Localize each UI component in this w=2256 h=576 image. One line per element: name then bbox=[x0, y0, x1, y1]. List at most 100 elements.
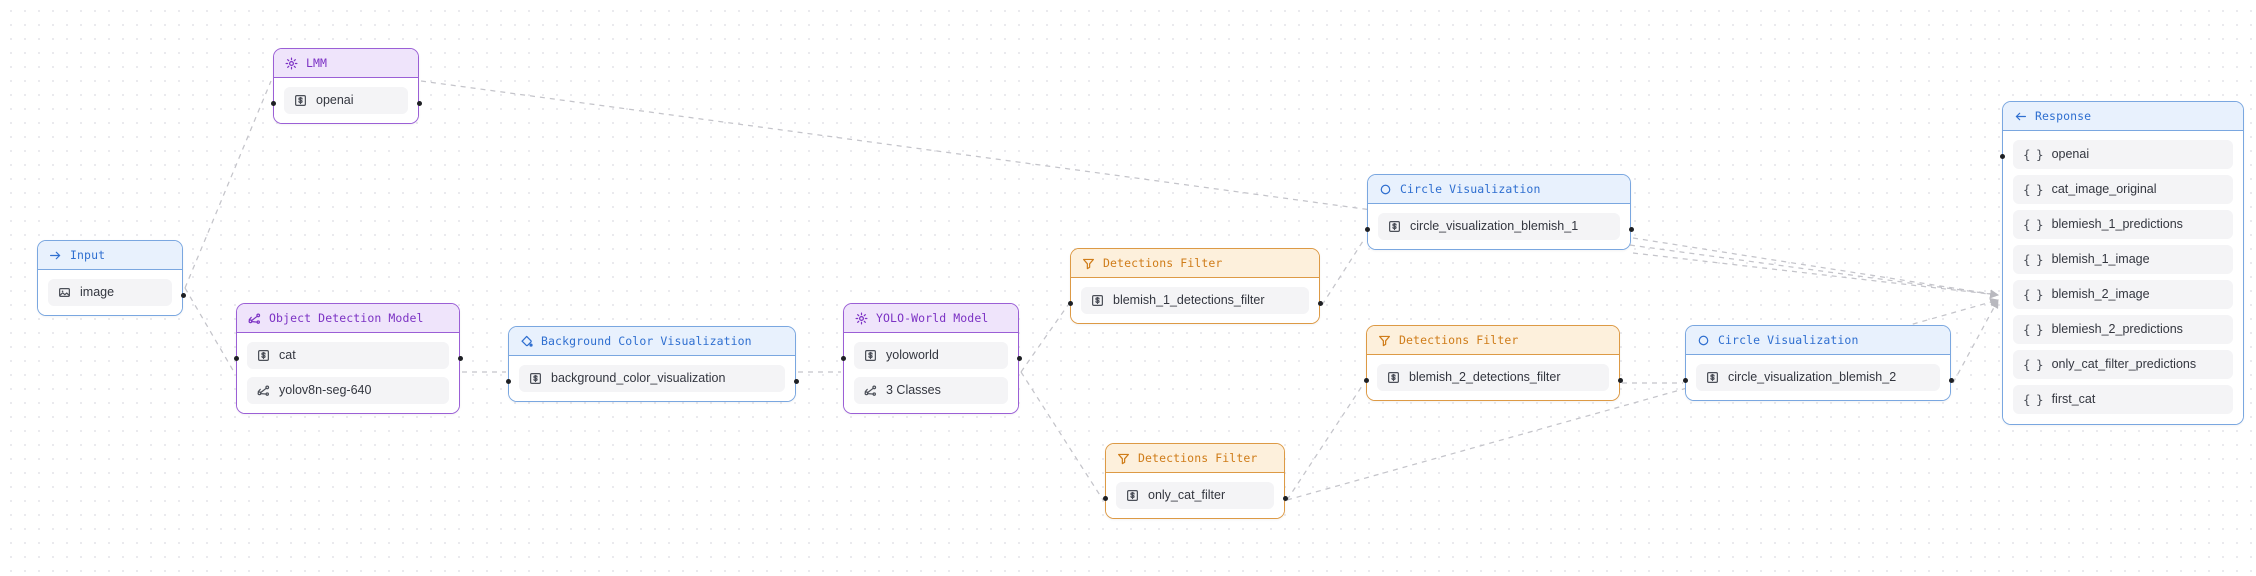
port-right[interactable] bbox=[416, 101, 422, 106]
image-icon bbox=[58, 286, 71, 299]
field-blemiesh_1_predictions[interactable]: { }blemiesh_1_predictions bbox=[2013, 210, 2233, 239]
edge-yoloworld-to-filter1 bbox=[1020, 304, 1069, 373]
node-header[interactable]: Detections Filter bbox=[1071, 249, 1319, 278]
field-yoloworld[interactable]: yoloworld bbox=[854, 342, 1008, 369]
edge-yoloworld-to-filter3 bbox=[1020, 371, 1104, 501]
node-body: yoloworld 3 Classes bbox=[844, 333, 1018, 413]
arrow-right-icon bbox=[49, 249, 62, 262]
node-body: { }openai{ }cat_image_original{ }blemies… bbox=[2003, 131, 2243, 424]
field-image[interactable]: image bbox=[48, 279, 172, 306]
node-title: Detections Filter bbox=[1399, 333, 1519, 347]
field-label: blemish_1_image bbox=[2051, 252, 2150, 267]
port-left[interactable] bbox=[1999, 154, 2005, 159]
field-blemish_2_detections_filter[interactable]: blemish_2_detections_filter bbox=[1377, 364, 1609, 391]
port-left[interactable] bbox=[1102, 496, 1108, 501]
funnel-icon bbox=[1082, 257, 1095, 270]
node-title: Circle Visualization bbox=[1400, 182, 1541, 196]
port-left[interactable] bbox=[233, 356, 239, 361]
port-right[interactable] bbox=[180, 293, 186, 298]
gear-icon bbox=[855, 312, 868, 325]
braces-icon: { } bbox=[2023, 252, 2044, 267]
field-label: blemish_1_detections_filter bbox=[1113, 293, 1265, 308]
edge-circleviz1-to-response-2 bbox=[1632, 252, 1999, 299]
node-header[interactable]: Object Detection Model bbox=[237, 304, 459, 333]
port-left[interactable] bbox=[840, 356, 846, 361]
port-right[interactable] bbox=[1282, 496, 1288, 501]
node-header[interactable]: Detections Filter bbox=[1367, 326, 1619, 355]
node-detections-filter-3[interactable]: Detections Filter only_cat_filter bbox=[1105, 443, 1285, 519]
node-header[interactable]: LMM bbox=[274, 49, 418, 78]
edge-filter3-to-filter2 bbox=[1286, 382, 1365, 501]
port-left[interactable] bbox=[505, 379, 511, 384]
port-right[interactable] bbox=[1317, 301, 1323, 306]
field-circle_visualization_blemish_2[interactable]: circle_visualization_blemish_2 bbox=[1696, 364, 1940, 391]
field-label: yolov8n-seg-640 bbox=[279, 383, 372, 398]
field-only_cat_filter_predictions[interactable]: { } only_cat_filter_predictions bbox=[2013, 350, 2233, 379]
node-title: Background Color Visualization bbox=[541, 334, 752, 348]
edge-circleviz2-to-response bbox=[1952, 299, 1999, 384]
node-body: blemish_1_detections_filter bbox=[1071, 278, 1319, 323]
node-header[interactable]: Input bbox=[38, 241, 182, 270]
edge-input-to-lmm bbox=[184, 80, 272, 289]
node-header[interactable]: Background Color Visualization bbox=[509, 327, 795, 356]
node-title: LMM bbox=[306, 56, 328, 70]
field-blemish_1_detections_filter[interactable]: blemish_1_detections_filter bbox=[1081, 287, 1309, 314]
node-title: Detections Filter bbox=[1103, 256, 1223, 270]
node-header[interactable]: YOLO-World Model bbox=[844, 304, 1018, 333]
braces-icon: { } bbox=[2023, 147, 2044, 162]
edge-circleviz1-to-response bbox=[1632, 237, 1999, 299]
port-left[interactable] bbox=[270, 101, 276, 106]
node-title: Input bbox=[70, 248, 106, 262]
field-blemish_1_image[interactable]: { } blemish_1_image bbox=[2013, 245, 2233, 274]
dollar-box-icon bbox=[1387, 371, 1400, 384]
braces-icon: { } bbox=[2023, 287, 2044, 302]
field-first_cat[interactable]: { }first_cat bbox=[2013, 385, 2233, 414]
paint-icon bbox=[520, 335, 533, 348]
field-cat[interactable]: cat bbox=[247, 342, 449, 369]
port-left[interactable] bbox=[1364, 227, 1370, 232]
node-detections-filter-2[interactable]: Detections Filter blemish_2_detections_fi… bbox=[1366, 325, 1620, 401]
field-yolov8n-seg-640[interactable]: yolov8n-seg-640 bbox=[247, 377, 449, 404]
field-label: only_cat_filter_predictions bbox=[2051, 357, 2197, 372]
field-circle_visualization_blemish_1[interactable]: circle_visualization_blemish_1 bbox=[1378, 213, 1620, 240]
node-title: Circle Visualization bbox=[1718, 333, 1859, 347]
field-background_color_visualization[interactable]: background_color_visualization bbox=[519, 365, 785, 392]
field-openai[interactable]: openai bbox=[284, 87, 408, 114]
port-right[interactable] bbox=[1016, 356, 1022, 361]
node-circle-visualization-2[interactable]: Circle Visualization circle_visualization… bbox=[1685, 325, 1951, 401]
node-circle-visualization-1[interactable]: Circle Visualization circle_visualization… bbox=[1367, 174, 1631, 250]
port-right[interactable] bbox=[457, 356, 463, 361]
braces-icon: { } bbox=[2023, 357, 2044, 372]
node-detections-filter-1[interactable]: Detections Filter blemish_1_detections_fi… bbox=[1070, 248, 1320, 324]
node-object-detection-model[interactable]: Object Detection Model cat yolov8n-seg-640 bbox=[236, 303, 460, 414]
port-right[interactable] bbox=[1628, 227, 1634, 232]
field-only_cat_filter[interactable]: only_cat_filter bbox=[1116, 482, 1274, 509]
port-right[interactable] bbox=[793, 379, 799, 384]
node-input[interactable]: Input image bbox=[37, 240, 183, 316]
field-label: openai bbox=[2051, 147, 2090, 162]
port-right[interactable] bbox=[1617, 378, 1623, 383]
node-header[interactable]: Detections Filter bbox=[1106, 444, 1284, 473]
field-blemish_2_image[interactable]: { }blemish_2_image bbox=[2013, 280, 2233, 309]
node-header[interactable]: Response bbox=[2003, 102, 2243, 131]
port-left[interactable] bbox=[1682, 378, 1688, 383]
field-cat_image_original[interactable]: { }cat_image_original bbox=[2013, 175, 2233, 204]
node-background-color-visualization[interactable]: Background Color Visualization background… bbox=[508, 326, 796, 402]
node-header[interactable]: Circle Visualization bbox=[1686, 326, 1950, 355]
port-left[interactable] bbox=[1067, 301, 1073, 306]
node-yolo-world-model[interactable]: YOLO-World Model yoloworld 3 Classes bbox=[843, 303, 1019, 414]
field-3 Classes[interactable]: 3 Classes bbox=[854, 377, 1008, 404]
node-lmm[interactable]: LMM openai bbox=[273, 48, 419, 124]
port-left[interactable] bbox=[1363, 378, 1369, 383]
node-title: Object Detection Model bbox=[269, 311, 424, 325]
port-right[interactable] bbox=[1948, 378, 1954, 383]
braces-icon: { } bbox=[2023, 392, 2044, 407]
node-body: cat yolov8n-seg-640 bbox=[237, 333, 459, 413]
field-openai[interactable]: { } openai bbox=[2013, 140, 2233, 169]
node-response[interactable]: Response{ }openai{ }cat_image_original{ … bbox=[2002, 101, 2244, 425]
field-label: cat_image_original bbox=[2051, 182, 2157, 197]
field-blemiesh_2_predictions[interactable]: { }blemiesh_2_predictions bbox=[2013, 315, 2233, 344]
gear-icon bbox=[285, 57, 298, 70]
node-header[interactable]: Circle Visualization bbox=[1368, 175, 1630, 204]
